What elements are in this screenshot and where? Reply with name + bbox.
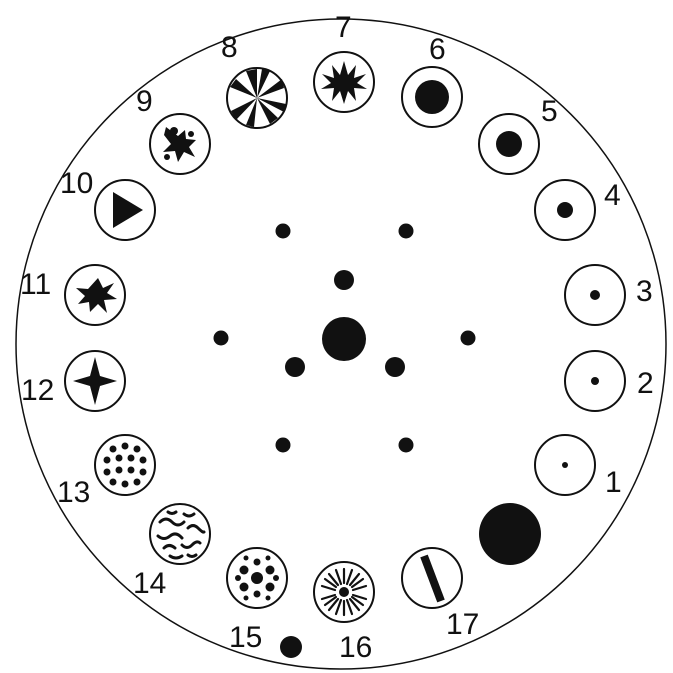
open-aperture: [479, 503, 541, 565]
gobo-label-3: 3: [636, 275, 653, 308]
gobo-label-15: 15: [229, 621, 262, 654]
extra-large-dot-icon: [415, 80, 449, 114]
gobo-label-9: 9: [136, 85, 153, 118]
gobo-15: [227, 548, 287, 608]
large-dot-icon: [496, 131, 522, 157]
gobo-14: [150, 504, 210, 564]
gobo-13: [95, 435, 155, 495]
outer-hole: [399, 224, 414, 239]
gobo-4: [535, 180, 595, 240]
gobo-label-5: 5: [541, 95, 558, 128]
gobo-8: [227, 68, 287, 128]
inner-hole: [285, 357, 305, 377]
inner-hole: [385, 357, 405, 377]
gobo-7: [314, 52, 374, 112]
outer-hole: [276, 438, 291, 453]
gobo-label-12: 12: [21, 374, 54, 407]
gobo-label-11: 11: [20, 268, 51, 301]
small-dot-icon: [591, 377, 599, 385]
gobo-label-7: 7: [335, 11, 352, 44]
gobo-label-6: 6: [429, 33, 446, 66]
gobo-17: [402, 548, 462, 608]
tiny-dot-icon: [562, 462, 568, 468]
gobo-2: [565, 351, 625, 411]
gobo-label-10: 10: [60, 167, 93, 200]
small-dot-icon: [590, 290, 600, 300]
outer-hole: [276, 224, 291, 239]
gobo-label-14: 14: [133, 567, 166, 600]
gobo-12: [65, 351, 125, 411]
outer-hole: [399, 438, 414, 453]
gobo-label-8: 8: [221, 31, 238, 64]
gobo-label-16: 16: [339, 631, 372, 664]
gobo-10: [95, 180, 155, 240]
gobo-11: [65, 265, 125, 325]
gobo-1: [535, 435, 595, 495]
gobo-label-13: 13: [57, 476, 90, 509]
gobo-9: [150, 114, 210, 174]
gobo-label-4: 4: [604, 179, 621, 212]
gobo-5: [479, 114, 539, 174]
gobo-16: [314, 562, 374, 622]
inner-hole: [334, 270, 354, 290]
outer-hole: [214, 331, 229, 346]
gobo-label-17: 17: [446, 608, 479, 641]
outer-hole: [461, 331, 476, 346]
gobo-3: [565, 265, 625, 325]
gobo-label-1: 1: [605, 466, 622, 499]
medium-dot-icon: [557, 202, 573, 218]
center-hole: [322, 317, 366, 361]
gobo-label-2: 2: [637, 367, 654, 400]
gobo-6: [402, 67, 462, 127]
small-open-aperture: [280, 636, 302, 658]
